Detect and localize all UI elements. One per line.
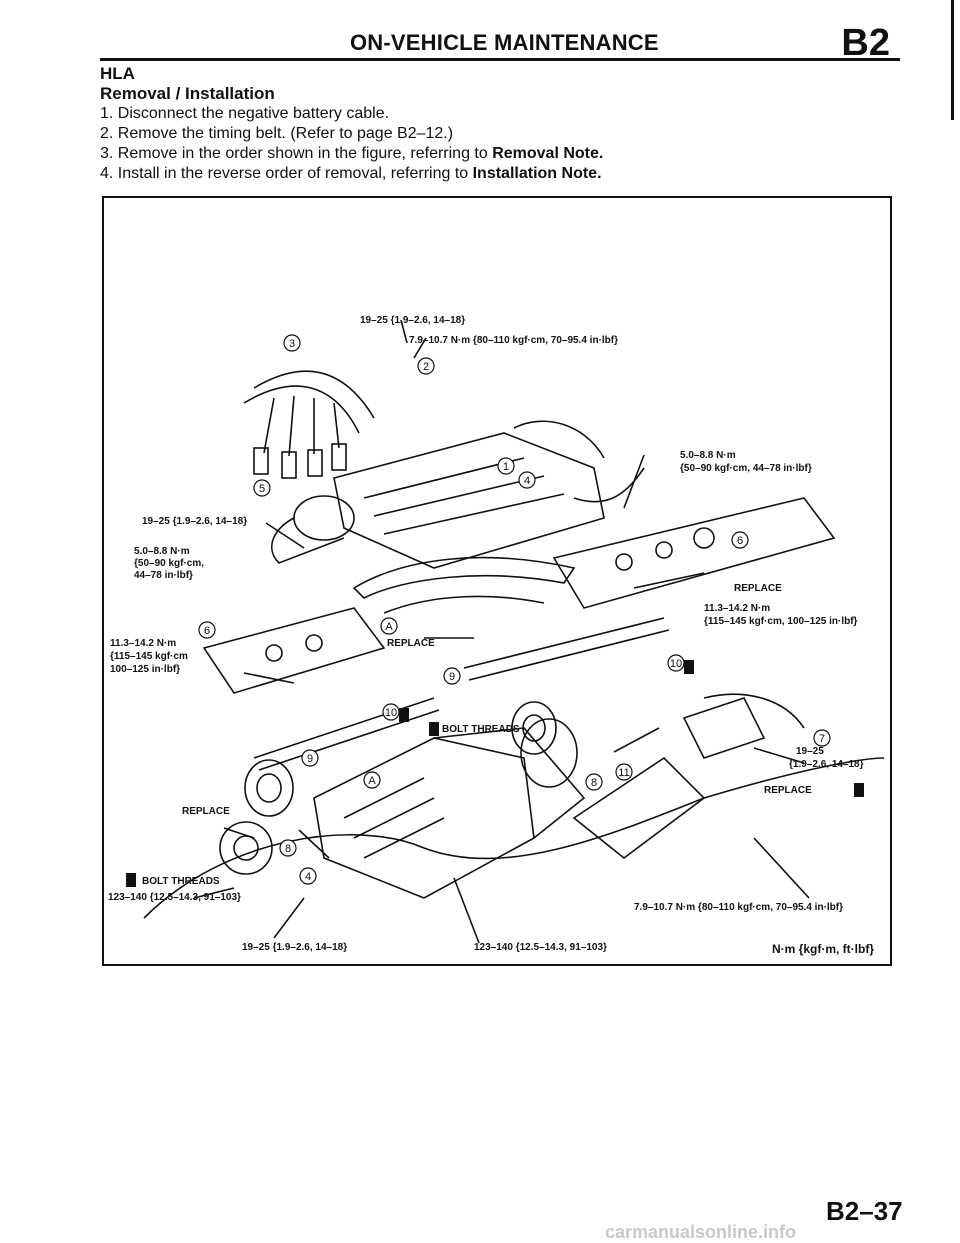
label-torque-right-3a: 11.3–14.2 N·m — [704, 603, 770, 614]
label-torque-right-3b: {115–145 kgf·cm, 100–125 in·lbf} — [704, 616, 858, 627]
sealant-icon — [399, 708, 409, 722]
label-torque-top-2: 7.9–10.7 N·m {80–110 kgf·cm, 70–95.4 in·… — [409, 335, 618, 346]
callout-7[interactable]: 7 — [813, 729, 831, 747]
sealant-icons — [126, 660, 864, 887]
callout-10-mid[interactable]: 10 — [382, 703, 400, 721]
svg-text:4: 4 — [305, 871, 311, 883]
callout-3[interactable]: 3 — [283, 334, 301, 352]
callout-markers: 3 2 1 4 5 6 6 A 10 9 10 7 9 A 8 11 8 4 — [198, 334, 831, 885]
svg-text:10: 10 — [670, 658, 682, 670]
installation-note-ref[interactable]: Installation Note. — [472, 165, 602, 182]
callout-8-right[interactable]: 8 — [585, 773, 603, 791]
label-replace-right: REPLACE — [734, 583, 782, 594]
svg-text:8: 8 — [591, 777, 597, 789]
engine-exploded-diagram: 19–25 {1.9–2.6, 14–18} 7.9–10.7 N·m {80–… — [108, 315, 885, 953]
label-torque-bottom-3: 123–140 {12.5–14.3, 91–103} — [474, 942, 607, 953]
callout-6-right[interactable]: 6 — [731, 531, 749, 549]
callout-8-left[interactable]: 8 — [279, 839, 297, 857]
page-number: B2–37 — [826, 1196, 903, 1226]
sealant-icon — [126, 873, 136, 887]
callout-10-right[interactable]: 10 — [667, 654, 685, 672]
label-torque-bottom-1: 7.9–10.7 N·m {80–110 kgf·cm, 70–95.4 in·… — [634, 902, 843, 913]
svg-text:10: 10 — [385, 707, 397, 719]
header-rule — [100, 58, 900, 61]
label-replace-mid: REPLACE — [387, 638, 435, 649]
section-subtitle: Removal / Installation — [100, 84, 275, 103]
svg-text:3: 3 — [289, 338, 295, 350]
svg-text:9: 9 — [449, 671, 455, 683]
svg-text:11: 11 — [618, 767, 629, 779]
callout-5[interactable]: 5 — [253, 479, 271, 497]
label-torque-right-4b: {1.9–2.6, 14–18} — [789, 759, 864, 770]
label-torque-left-3a: 11.3–14.2 N·m — [110, 638, 176, 649]
watermark: carmanualsonline.info — [605, 1222, 797, 1242]
procedure-text: HLA Removal / Installation 1. Disconnect… — [100, 64, 900, 184]
label-bolt-threads-2: BOLT THREADS — [142, 876, 220, 887]
label-torque-left-1: 19–25 {1.9–2.6, 14–18} — [142, 516, 247, 527]
section-code: B2 — [841, 22, 890, 64]
header-title: ON-VEHICLE MAINTENANCE — [350, 30, 659, 55]
step-list: 1. Disconnect the negative battery cable… — [100, 104, 900, 184]
svg-text:2: 2 — [423, 361, 429, 373]
svg-text:1: 1 — [503, 461, 509, 473]
step-1: 1. Disconnect the negative battery cable… — [100, 105, 390, 122]
callout-1[interactable]: 1 — [497, 457, 515, 475]
page-header: ON-VEHICLE MAINTENANCE B2 — [100, 20, 900, 64]
edge-mark — [951, 0, 954, 120]
exploded-view-figure: 19–25 {1.9–2.6, 14–18} 7.9–10.7 N·m {80–… — [102, 196, 892, 966]
sealant-icon — [429, 722, 439, 736]
label-replace-lower-right: REPLACE — [764, 785, 812, 796]
label-torque-left-3c: 100–125 in·lbf} — [110, 664, 180, 675]
engine-artwork — [143, 319, 885, 944]
unit-legend: N·m {kgf·m, ft·lbf} — [772, 942, 874, 956]
svg-text:6: 6 — [737, 535, 743, 547]
sealant-icon — [684, 660, 694, 674]
label-torque-right-1b: {50–90 kgf·cm, 44–78 in·lbf} — [680, 463, 812, 474]
label-torque-bottom-2: 19–25 {1.9–2.6, 14–18} — [242, 942, 347, 953]
callout-9-mid[interactable]: 9 — [443, 667, 461, 685]
svg-text:9: 9 — [307, 753, 313, 765]
step-2: 2. Remove the timing belt. (Refer to pag… — [100, 125, 454, 142]
removal-note-ref[interactable]: Removal Note. — [492, 145, 604, 162]
label-torque-left-2b: {50–90 kgf·cm, — [134, 558, 204, 569]
label-torque-top-1: 19–25 {1.9–2.6, 14–18} — [360, 315, 465, 326]
svg-text:5: 5 — [259, 483, 265, 495]
step-3: 3. Remove in the order shown in the figu… — [100, 145, 604, 162]
callout-6-left[interactable]: 6 — [198, 621, 216, 639]
svg-text:A: A — [368, 775, 376, 787]
label-bolt-threads-1: BOLT THREADS — [442, 724, 520, 735]
label-torque-left-2a: 5.0–8.8 N·m — [134, 546, 190, 557]
callout-a-1[interactable]: A — [380, 617, 398, 635]
callout-4-lower[interactable]: 4 — [299, 867, 317, 885]
svg-text:4: 4 — [524, 475, 530, 487]
svg-text:8: 8 — [285, 843, 291, 855]
callout-4[interactable]: 4 — [518, 471, 536, 489]
step-4: 4. Install in the reverse order of remov… — [100, 165, 602, 182]
label-torque-left-4: 123–140 {12.5–14.3, 91–103} — [108, 892, 241, 903]
callout-a-2[interactable]: A — [363, 771, 381, 789]
label-replace-left: REPLACE — [182, 806, 230, 817]
svg-text:6: 6 — [204, 625, 210, 637]
callout-9-left[interactable]: 9 — [301, 749, 319, 767]
label-torque-left-2c: 44–78 in·lbf} — [134, 570, 193, 581]
torque-labels: 19–25 {1.9–2.6, 14–18} 7.9–10.7 N·m {80–… — [108, 315, 864, 953]
svg-text:7: 7 — [819, 733, 825, 745]
section-title: HLA — [100, 64, 135, 83]
label-torque-right-1a: 5.0–8.8 N·m — [680, 450, 736, 461]
label-torque-right-4a: 19–25 — [796, 746, 824, 757]
svg-text:A: A — [385, 621, 393, 633]
callout-2[interactable]: 2 — [417, 357, 435, 375]
label-torque-left-3b: {115–145 kgf·cm — [110, 651, 188, 662]
callout-11[interactable]: 11 — [615, 763, 633, 781]
sealant-icon — [854, 783, 864, 797]
